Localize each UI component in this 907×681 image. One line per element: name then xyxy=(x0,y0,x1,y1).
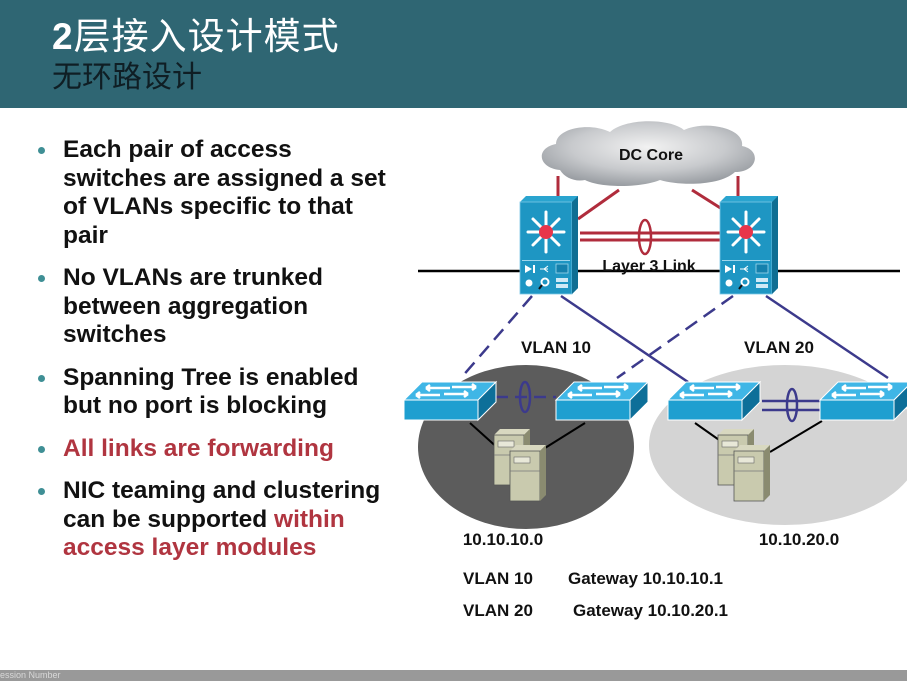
bullet-text: No VLANs are trunked between aggregation… xyxy=(63,264,324,348)
slide-title: 2层接入设计模式 xyxy=(52,6,340,60)
server-icon xyxy=(733,444,771,502)
access-switch-3-icon xyxy=(666,380,762,422)
gateway10-vlan: VLAN 10 xyxy=(463,569,533,588)
gateway20-address: Gateway 10.10.20.1 xyxy=(573,601,728,620)
bullet-dot-icon xyxy=(38,445,45,453)
gateway20-vlan: VLAN 20 xyxy=(463,601,533,620)
bullet-list: Each pair of access switches are assigne… xyxy=(38,136,398,577)
bullet-item: All links are forwarding xyxy=(38,435,398,464)
bullet-text: NIC teaming and clustering can be suppor… xyxy=(63,477,381,533)
vlan10-portchannel-icon xyxy=(518,380,532,414)
gateway10-address: Gateway 10.10.10.1 xyxy=(568,569,723,588)
bullet-item: Spanning Tree is enabled but no port is … xyxy=(38,364,398,421)
slide-header: 2层接入设计模式 无环路设计 xyxy=(0,0,907,108)
bullet-item: NIC teaming and clustering can be suppor… xyxy=(38,477,398,563)
slide-subtitle: 无环路设计 xyxy=(52,60,202,95)
dc-core-cloud-icon xyxy=(541,121,755,186)
bullet-item: No VLANs are trunked between aggregation… xyxy=(38,264,398,350)
server-icon xyxy=(509,444,547,502)
access-switch-1-icon xyxy=(402,380,498,422)
vlan20-label: VLAN 20 xyxy=(744,338,814,357)
core-label: DC Core xyxy=(619,147,683,164)
core-links xyxy=(556,176,740,242)
l3-link-label: Layer 3 Link xyxy=(602,258,695,275)
subnet20-label: 10.10.20.0 xyxy=(759,530,839,549)
aggregation-switch-left-icon xyxy=(518,194,580,296)
access-switch-4-icon xyxy=(818,380,907,422)
bullet-dot-icon xyxy=(38,147,45,154)
bullet-text: Spanning Tree is enabled but no port is … xyxy=(63,363,359,420)
vlan20-portchannel-icon xyxy=(785,387,799,423)
session-number-label: ession Number xyxy=(0,670,61,680)
access-links xyxy=(460,294,889,412)
bullet-item: Each pair of access switches are assigne… xyxy=(38,136,398,250)
slide-footer: ession Number xyxy=(0,670,907,681)
vlan10-label: VLAN 10 xyxy=(521,338,591,357)
bullet-dot-icon xyxy=(38,275,45,282)
title-text: 层接入设计模式 xyxy=(73,15,340,58)
bullet-dot-icon xyxy=(38,374,45,382)
access-switch-2-icon xyxy=(554,380,650,422)
aggregation-switch-right-icon xyxy=(718,194,780,296)
title-number: 2 xyxy=(52,16,74,57)
bullet-text: Each pair of access switches are assigne… xyxy=(63,136,386,249)
l3-portchannel-icon xyxy=(637,218,653,256)
subnet10-label: 10.10.10.0 xyxy=(463,530,543,549)
bullet-highlight: within access layer modules xyxy=(63,505,345,562)
bullet-highlight: All links are forwarding xyxy=(63,434,334,462)
bullet-dot-icon xyxy=(38,488,45,495)
